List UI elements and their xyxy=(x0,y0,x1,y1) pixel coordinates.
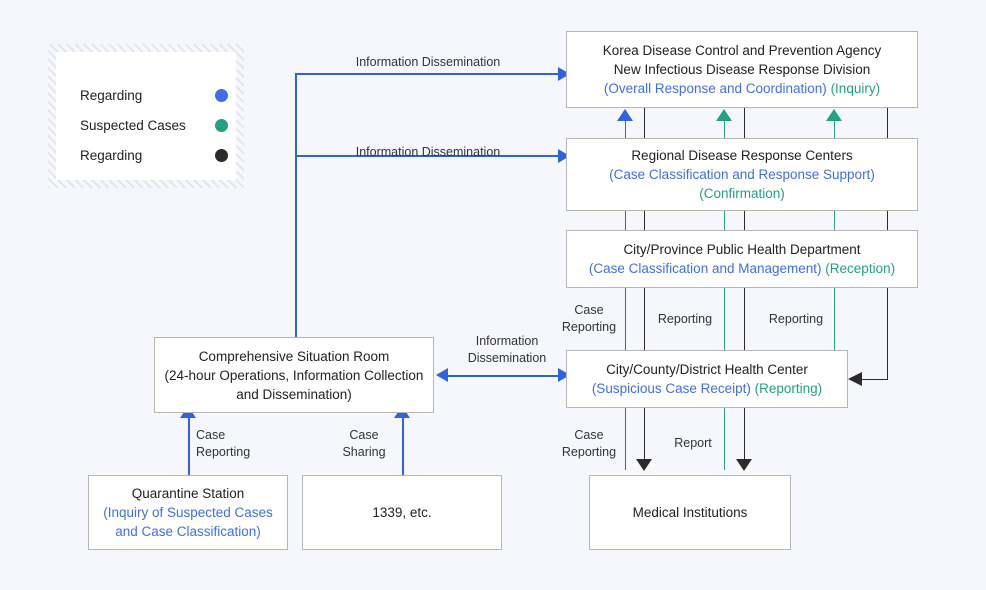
node-situationroom-line1: Comprehensive Situation Room xyxy=(198,348,390,364)
node-healthcenter-line1: City/County/District Health Center xyxy=(606,362,808,377)
legend-item-2: Regarding xyxy=(80,144,228,166)
node-medical-line1: Medical Institutions xyxy=(632,505,748,520)
arrowhead-down-black-medical-2 xyxy=(736,459,752,471)
legend-item-1: Suspected Cases xyxy=(80,114,228,136)
edge-label-reporting-2: Reporting xyxy=(768,312,824,326)
edge-label-report: Report xyxy=(674,436,712,450)
node-regional-line2: (Case Classification and Response Suppor… xyxy=(609,167,875,182)
edge-line-blue-col-lower xyxy=(625,400,626,470)
node-medical-institutions[interactable]: Medical Institutions xyxy=(589,475,791,550)
edge-label-reporting-1: Reporting xyxy=(657,312,713,326)
edge-label-case-reporting-lower: Case Reporting xyxy=(561,428,617,459)
node-province-line2: (Case Classification and Management) (Re… xyxy=(589,259,895,278)
legend-label-2: Regarding xyxy=(80,147,143,163)
node-province-line2-blue: (Case Classification and Management) xyxy=(588,261,822,276)
node-hotline-1339[interactable]: 1339, etc. xyxy=(302,475,502,550)
node-kdca[interactable]: Korea Disease Control and Prevention Age… xyxy=(566,31,918,108)
node-situationroom-line3: and Dissemination) xyxy=(236,386,352,402)
node-kdca-line1: Korea Disease Control and Prevention Age… xyxy=(602,43,882,58)
edge-line-black-col-1-lower xyxy=(644,400,645,460)
edge-info-dissem-top-line xyxy=(295,73,560,75)
node-quarantine-line3: and Case Classification) xyxy=(115,524,261,539)
edge-line-quarantine-up xyxy=(188,418,190,478)
node-kdca-line3-blue: (Overall Response and Coordination) xyxy=(603,81,827,96)
node-kdca-line3-teal: (Inquiry) xyxy=(830,81,881,96)
node-healthcenter-line2: (Suspicious Case Receipt) (Reporting) xyxy=(592,379,822,398)
edge-label-case-reporting-left: Case Reporting xyxy=(196,428,251,459)
blue-dot-icon xyxy=(215,88,228,102)
edge-label-case-reporting-upper: Case Reporting xyxy=(561,303,617,334)
edge-line-teal-col-1-lower xyxy=(724,400,725,470)
legend-label-1: Suspected Cases xyxy=(80,117,186,133)
node-regional-centers[interactable]: Regional Disease Response Centers (Case … xyxy=(566,138,918,211)
black-dot-icon xyxy=(215,148,228,162)
legend-label-0: Regarding xyxy=(80,87,143,103)
teal-dot-icon xyxy=(215,118,228,132)
node-kdca-line2: New Infectious Disease Response Division xyxy=(613,62,871,77)
node-province-line2-teal: (Reception) xyxy=(825,261,896,276)
edge-label-info-dissem-top: Information Dissemination xyxy=(355,55,501,69)
arrowhead-left-black-healthcenter xyxy=(848,372,862,386)
node-hotline-line1: 1339, etc. xyxy=(372,505,432,520)
node-district-health-center[interactable]: City/County/District Health Center (Susp… xyxy=(566,350,848,408)
node-healthcenter-line2-teal: (Reporting) xyxy=(754,381,823,396)
edge-info-dissem-center-line xyxy=(446,375,566,377)
arrowhead-up-blue-kdca xyxy=(617,109,633,121)
node-quarantine-line1: Quarantine Station xyxy=(131,486,245,501)
node-quarantine-station[interactable]: Quarantine Station (Inquiry of Suspected… xyxy=(88,475,288,550)
legend-inner: Regarding Suspected Cases Regarding xyxy=(56,52,236,180)
edge-line-black-col-1 xyxy=(644,108,645,350)
legend-item-0: Regarding xyxy=(80,84,228,106)
node-province-line1: City/Province Public Health Department xyxy=(623,242,861,257)
arrowhead-up-teal-kdca-1 xyxy=(716,109,732,121)
legend-panel: Regarding Suspected Cases Regarding xyxy=(48,44,244,188)
node-situationroom-line2: (24-hour Operations, Information Collect… xyxy=(164,367,424,383)
edge-line-black-col-2 xyxy=(744,108,745,350)
node-province-health-dept[interactable]: City/Province Public Health Department (… xyxy=(566,230,918,288)
node-kdca-line3: (Overall Response and Coordination) (Inq… xyxy=(604,79,880,98)
edge-info-dissem-mid-line xyxy=(295,155,560,157)
node-healthcenter-line2-blue: (Suspicious Case Receipt) xyxy=(591,381,751,396)
edge-line-hotline-up xyxy=(402,418,404,478)
arrowhead-left-blue-situationroom xyxy=(436,368,448,382)
node-regional-line1: Regional Disease Response Centers xyxy=(631,148,853,163)
edge-label-info-dissem-center: Information Dissemination xyxy=(467,334,547,365)
node-quarantine-line2: (Inquiry of Suspected Cases xyxy=(103,505,273,520)
edge-line-black-into-healthcenter xyxy=(862,379,888,380)
edge-bus-vertical-blue xyxy=(295,73,297,338)
edge-label-case-sharing: Case Sharing xyxy=(342,428,386,459)
arrowhead-down-black-medical-1 xyxy=(636,459,652,471)
node-situation-room[interactable]: Comprehensive Situation Room (24-hour Op… xyxy=(154,337,434,413)
edge-label-info-dissem-mid: Information Dissemination xyxy=(355,145,501,159)
edge-line-black-col-2-lower xyxy=(744,400,745,460)
node-regional-line3: (Confirmation) xyxy=(699,186,785,201)
arrowhead-up-teal-kdca-2 xyxy=(826,109,842,121)
